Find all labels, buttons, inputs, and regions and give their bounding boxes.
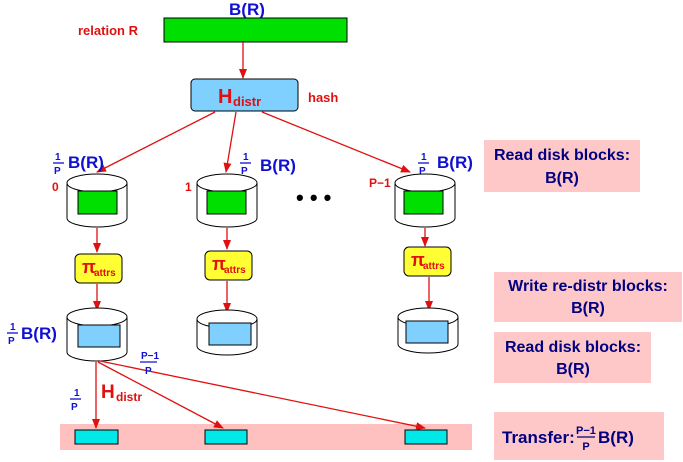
- svg-text:distr: distr: [233, 94, 261, 109]
- svg-text:B(R): B(R): [556, 361, 590, 378]
- svg-text:π: π: [212, 254, 226, 274]
- svg-text:H: H: [218, 86, 232, 108]
- partition-0: 1 P B(R) 0: [52, 152, 128, 228]
- partition-1: 1 P B(R) 1: [185, 152, 296, 228]
- svg-text:B(R): B(R): [21, 324, 57, 343]
- redistributed-partition-p-1: [397, 307, 459, 354]
- cost-note-transfer: Transfer: P−1 P B(R): [494, 412, 664, 460]
- svg-text:P: P: [241, 166, 248, 177]
- relation-size-label: B(R): [229, 0, 265, 19]
- disk-block: [206, 190, 247, 215]
- packet: [74, 429, 119, 445]
- svg-text:B(R): B(R): [598, 428, 634, 447]
- svg-text:P: P: [419, 166, 426, 177]
- partition-p-1: 1 P B(R) P−1: [369, 152, 473, 228]
- svg-text:1: 1: [243, 152, 249, 163]
- svg-text:P: P: [582, 441, 589, 453]
- cost-note-read-disk-2: Read disk blocks: B(R): [494, 332, 651, 383]
- hash-label: hash: [308, 90, 338, 105]
- projection-p-1: π attrs: [403, 246, 452, 277]
- svg-text:B(R): B(R): [571, 300, 605, 317]
- svg-text:1: 1: [74, 388, 80, 399]
- svg-text:1: 1: [185, 180, 192, 194]
- svg-text:B(R): B(R): [260, 156, 296, 175]
- svg-text:B(R): B(R): [68, 153, 104, 172]
- disk-block: [208, 322, 252, 346]
- svg-text:P: P: [71, 402, 78, 413]
- projection-0: π attrs: [74, 253, 123, 284]
- svg-text:P: P: [54, 166, 61, 177]
- svg-text:1: 1: [10, 322, 16, 333]
- svg-text:Transfer:: Transfer:: [502, 428, 575, 447]
- disk-block: [405, 320, 449, 344]
- projection-1: π attrs: [204, 250, 253, 281]
- disk-block: [77, 190, 118, 215]
- relation-name-label: relation R: [78, 23, 139, 38]
- svg-text:H: H: [101, 382, 115, 403]
- svg-text:0: 0: [52, 180, 59, 194]
- redistributed-partition-1: [196, 309, 258, 356]
- packet: [204, 429, 248, 445]
- svg-text:attrs: attrs: [94, 268, 116, 279]
- svg-text:B(R): B(R): [545, 170, 579, 187]
- svg-text:Read disk blocks:: Read disk blocks:: [494, 147, 630, 164]
- svg-text:1: 1: [55, 152, 61, 163]
- svg-text:B(R): B(R): [437, 153, 473, 172]
- arrow-hash-to-pn: [261, 111, 411, 173]
- svg-text:P: P: [145, 366, 152, 377]
- svg-text:attrs: attrs: [224, 265, 246, 276]
- svg-text:P−1: P−1: [576, 425, 596, 437]
- network-bar: [60, 424, 472, 450]
- svg-text:1: 1: [421, 152, 427, 163]
- arrow-hash-to-p0: [96, 111, 216, 173]
- relation-block: [163, 17, 348, 43]
- redist-fraction-p-1-p: P−1 P: [140, 351, 160, 377]
- svg-text:P: P: [8, 336, 15, 347]
- svg-text:distr: distr: [116, 390, 142, 404]
- disk-block: [77, 324, 121, 348]
- cost-note-write-redistr: Write re-distr blocks: B(R): [494, 272, 682, 322]
- redist-fraction-1-p: 1 P: [70, 388, 81, 413]
- redist-hash-label: H distr: [101, 382, 142, 404]
- svg-text:π: π: [411, 250, 425, 270]
- svg-text:Read disk blocks:: Read disk blocks:: [505, 339, 641, 356]
- svg-text:Write re-distr blocks:: Write re-distr blocks:: [508, 278, 668, 295]
- ellipsis: • • •: [296, 185, 331, 210]
- packet: [404, 429, 448, 445]
- hash-box: H distr hash: [190, 78, 338, 112]
- svg-text:π: π: [82, 257, 96, 277]
- arrow-hash-to-p1: [223, 111, 237, 173]
- disk-block: [403, 190, 444, 215]
- svg-text:P−1: P−1: [141, 351, 160, 362]
- redistributed-partition-0: 1 P B(R): [7, 307, 128, 362]
- relation-r: B(R) relation R: [78, 0, 348, 43]
- svg-text:attrs: attrs: [423, 261, 445, 272]
- svg-text:P−1: P−1: [369, 176, 391, 190]
- cost-note-read-disk-1: Read disk blocks: B(R): [484, 140, 640, 192]
